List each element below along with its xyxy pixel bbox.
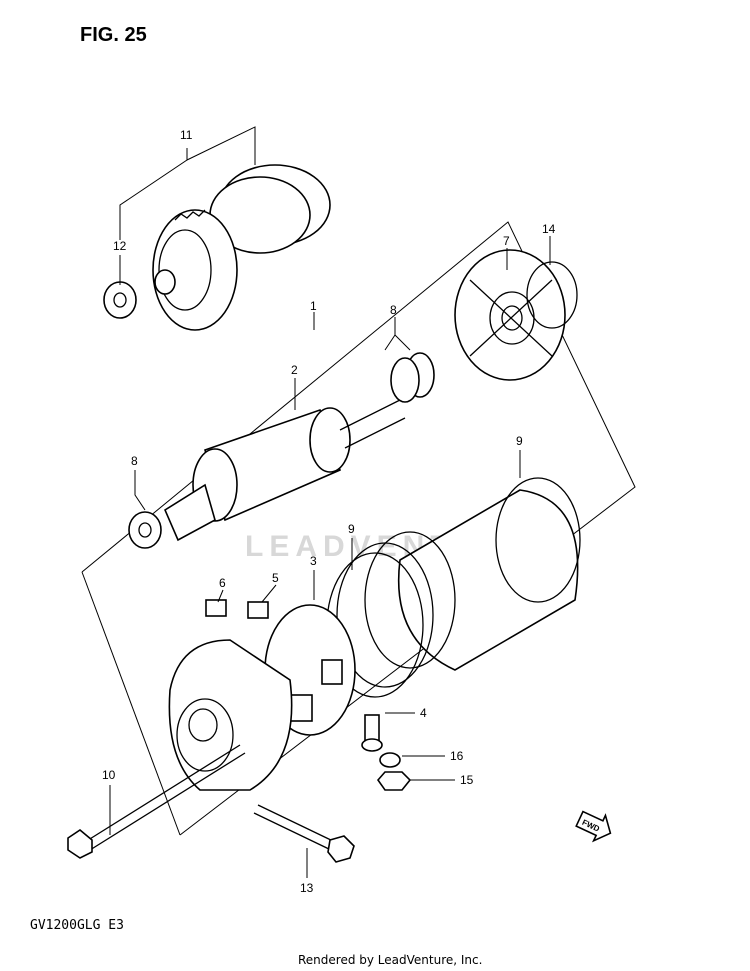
callout-label: 2 xyxy=(291,363,298,377)
callout-label: 9 xyxy=(516,434,523,448)
starter-clutch-gear-part xyxy=(152,164,331,331)
callout-label: 1 xyxy=(310,299,317,313)
callout-label: 3 xyxy=(310,554,317,568)
armature-part xyxy=(163,399,406,542)
callout-label: 6 xyxy=(219,576,226,590)
terminal-washer-part xyxy=(379,752,401,768)
callout-label: 7 xyxy=(503,234,510,248)
brush-part xyxy=(247,601,269,619)
callout-labels: 11 12 7 14 1 8 2 8 9 9 3 6 5 4 16 15 10 … xyxy=(102,128,601,895)
callout-label: 8 xyxy=(131,454,138,468)
callout-label: 15 xyxy=(460,773,474,787)
callout-label: 11 xyxy=(180,128,193,142)
housing-bolt-part xyxy=(253,804,355,863)
figure-title: FIG. 25 xyxy=(80,24,147,46)
leader-lines xyxy=(109,126,551,878)
callout-label: 14 xyxy=(542,222,556,236)
group-box-armature-edge xyxy=(81,571,181,836)
rear-housing-part xyxy=(168,639,293,791)
callout-label: 8 xyxy=(390,303,397,317)
callout-label: 10 xyxy=(102,768,116,782)
washer-part xyxy=(103,281,137,319)
o-ring-part xyxy=(526,261,578,329)
callout-label: 13 xyxy=(300,881,314,895)
thrust-washer-part xyxy=(128,352,435,549)
end-cover-part xyxy=(454,249,566,381)
callout-label: 5 xyxy=(272,571,279,585)
yoke-housing-part xyxy=(326,477,581,698)
callout-label: 12 xyxy=(113,239,127,253)
through-bolt-part xyxy=(67,744,246,859)
callout-label: 9 xyxy=(348,522,355,536)
callout-label: 4 xyxy=(420,706,427,720)
terminal-bolt-part xyxy=(361,714,383,752)
callout-label: 16 xyxy=(450,749,464,763)
brush-spring-part xyxy=(205,599,227,617)
forward-arrow-icon xyxy=(575,810,612,843)
terminal-nut-part xyxy=(376,771,412,791)
footer-credit: Rendered by LeadVenture, Inc. xyxy=(298,953,483,967)
model-code: GV1200GLG E3 xyxy=(30,918,124,933)
